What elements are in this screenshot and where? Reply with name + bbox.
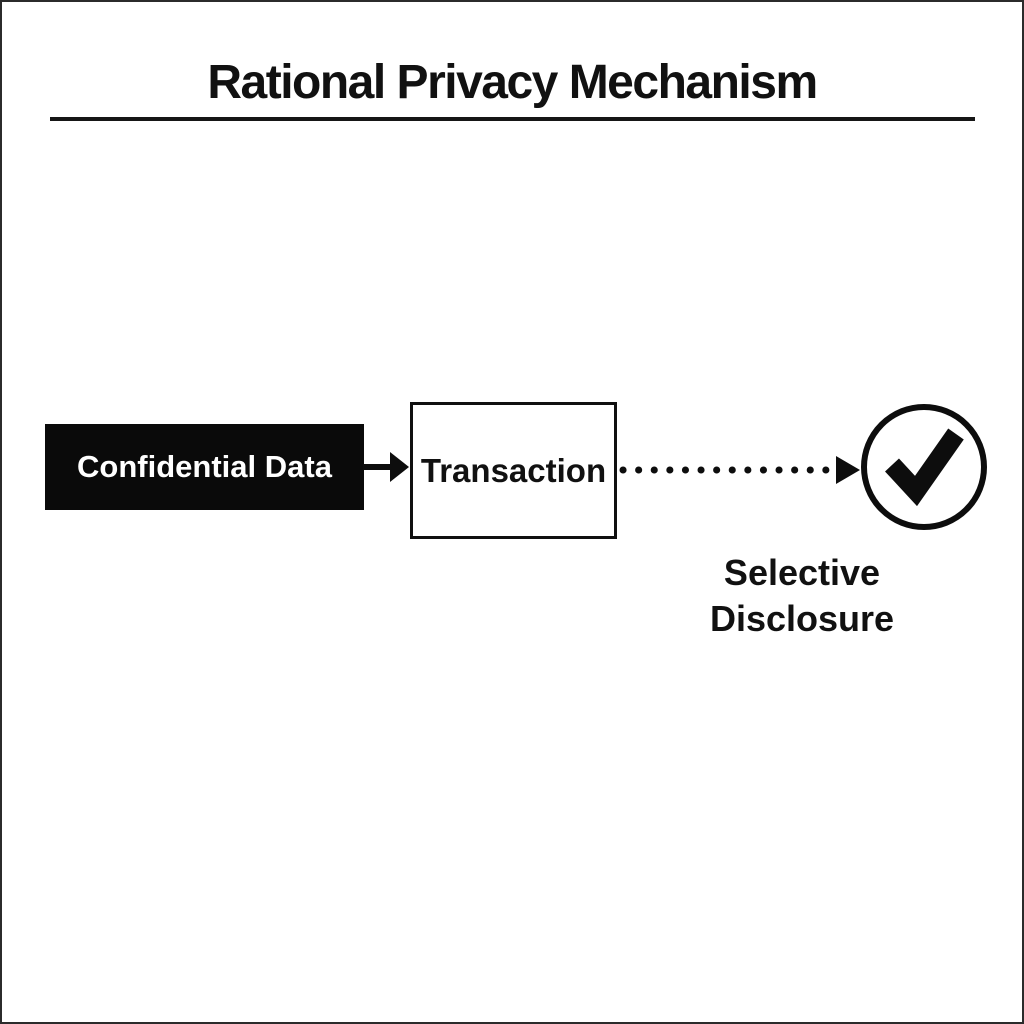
selective-disclosure-line1: Selective <box>723 552 881 593</box>
confidential-data-node: Confidential Data <box>45 424 364 510</box>
checkmark-circle-icon <box>861 404 987 530</box>
checkmark-icon <box>885 428 964 507</box>
page-title: Rational Privacy Mechanism <box>207 56 818 109</box>
transaction-node: Transaction <box>410 402 617 539</box>
selective-disclosure-label: Selective Disclosure <box>710 550 894 642</box>
solid-arrow <box>363 452 409 482</box>
title-underline <box>50 117 975 121</box>
dotted-arrow <box>619 456 860 484</box>
selective-disclosure-line2: Disclosure <box>709 598 895 639</box>
